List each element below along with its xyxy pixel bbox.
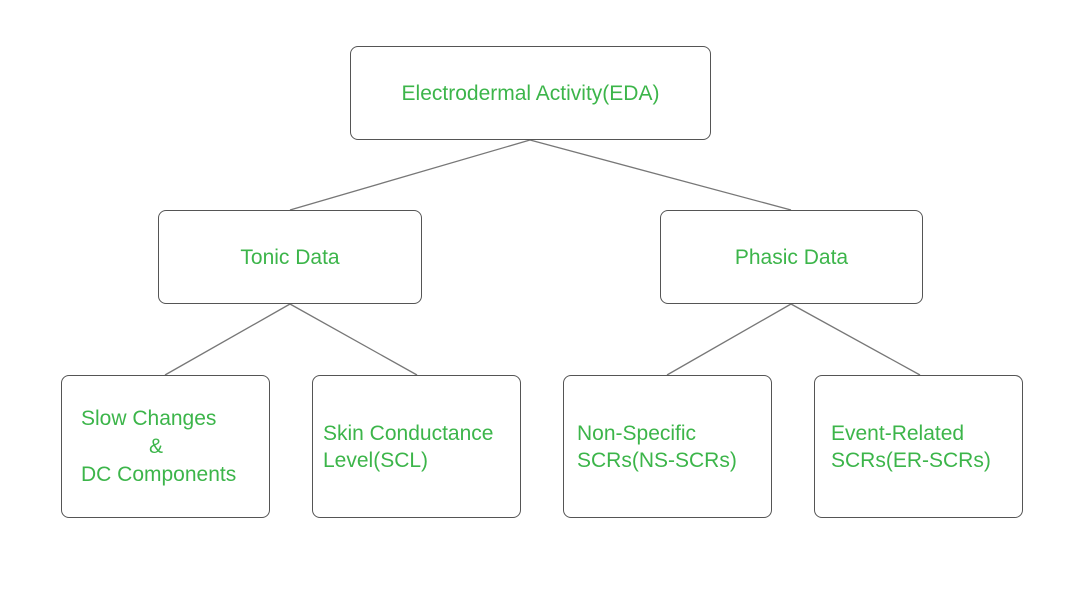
- node-label-line: Event-Related: [831, 421, 965, 445]
- node-non-specific-scrs: Non-Specific SCRs(NS-SCRs): [563, 375, 772, 518]
- node-slow-changes-dc: Slow Changes & DC Components: [61, 375, 270, 518]
- node-label-line: SCRs(NS-SCRs): [577, 448, 737, 472]
- node-event-related-scrs: Event-Related SCRs(ER-SCRs): [814, 375, 1023, 518]
- node-skin-conductance-level: Skin Conductance Level(SCL): [312, 375, 521, 518]
- node-label-line: Skin Conductance: [323, 421, 494, 445]
- node-phasic-data: Phasic Data: [660, 210, 923, 304]
- node-label-line: Slow Changes: [81, 406, 217, 430]
- node-label-line: DC Components: [81, 462, 237, 486]
- connector-root-tonic: [289, 139, 531, 211]
- node-label: Tonic Data: [240, 245, 340, 269]
- connector-phasic-ns: [666, 303, 792, 376]
- node-tonic-data: Tonic Data: [158, 210, 422, 304]
- node-label: Phasic Data: [734, 245, 849, 269]
- connector-tonic-slow: [164, 303, 291, 376]
- node-label-line: Level(SCL): [323, 448, 429, 472]
- connector-tonic-scl: [289, 303, 418, 376]
- connector-phasic-er: [790, 303, 921, 376]
- connector-root-phasic: [529, 139, 792, 211]
- node-eda-root: Electrodermal Activity(EDA): [350, 46, 711, 140]
- node-label-line: &: [149, 434, 164, 458]
- node-label-line: Non-Specific: [577, 421, 697, 445]
- node-label: Electrodermal Activity(EDA): [401, 81, 660, 105]
- node-label-line: SCRs(ER-SCRs): [831, 448, 991, 472]
